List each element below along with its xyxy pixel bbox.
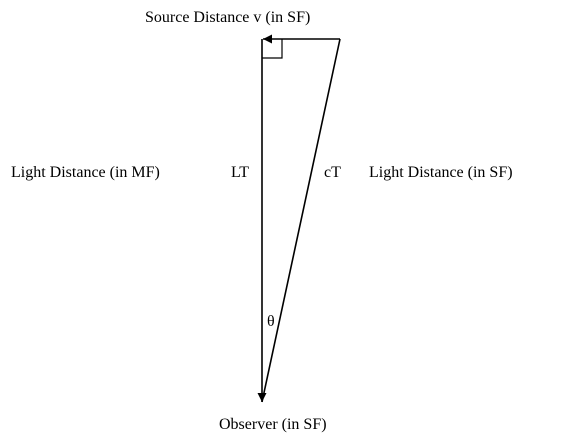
source-distance-label: Source Distance v (in SF) <box>145 9 311 26</box>
light-distance-sf-hypotenuse <box>261 38 341 403</box>
lt-label: LT <box>231 164 250 181</box>
theta-angle-label: θ <box>267 313 275 330</box>
observer-label: Observer (in SF) <box>219 416 327 433</box>
right-angle-marker <box>262 39 283 59</box>
light-distance-sf-label: Light Distance (in SF) <box>369 164 513 181</box>
light-distance-mf-label: Light Distance (in MF) <box>11 164 160 181</box>
ct-label: cT <box>324 164 341 181</box>
